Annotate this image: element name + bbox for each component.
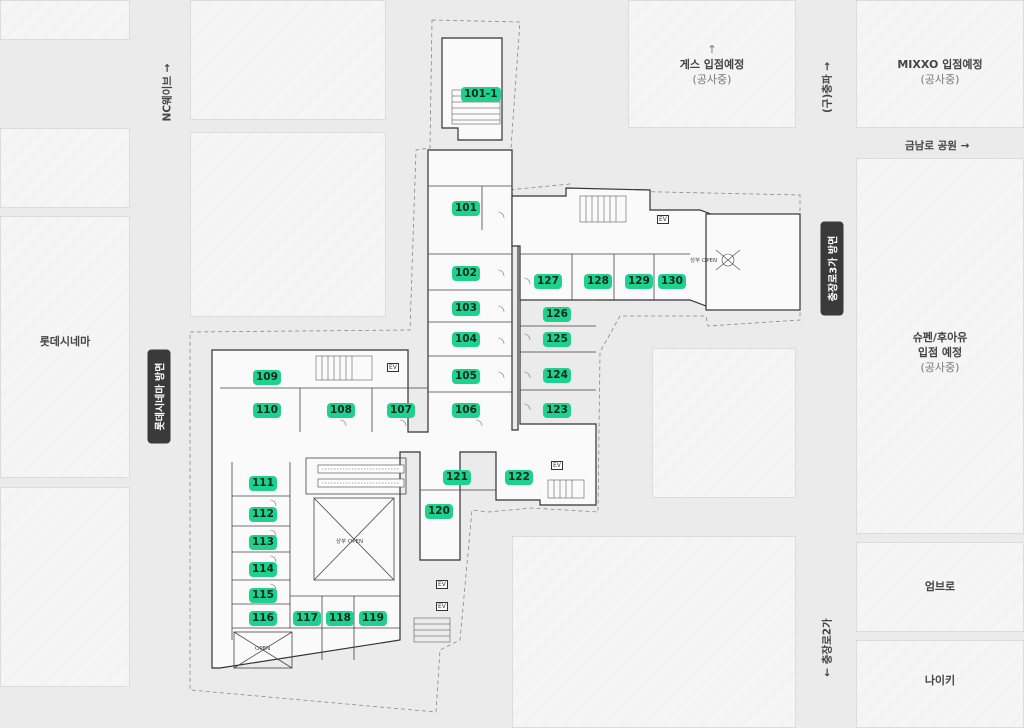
unit-111[interactable]: 111 xyxy=(249,476,277,491)
atrium xyxy=(305,457,407,581)
unit-117[interactable]: 117 xyxy=(293,611,321,626)
block-top-center xyxy=(190,0,386,120)
spao-label: 슈펜/후아유 입점 예정 (공사중) xyxy=(868,330,1012,375)
block-bottom-right xyxy=(652,348,796,498)
mixxo-subtitle: (공사중) xyxy=(920,73,960,86)
block-umbro xyxy=(856,542,1024,632)
unit-115[interactable]: 115 xyxy=(249,588,277,603)
spao-line1: 슈펜/후아유 xyxy=(912,331,968,344)
unit-128[interactable]: 128 xyxy=(584,274,612,289)
right-open-structure xyxy=(715,249,741,271)
ev-marker-2: EV xyxy=(657,215,669,224)
block-center-left xyxy=(190,132,386,317)
guess-title: 게스 입점예정 xyxy=(679,58,745,71)
open-label-1: 상부 OPEN xyxy=(336,539,364,545)
unit-110[interactable]: 110 xyxy=(253,403,281,418)
escalators xyxy=(317,464,405,488)
lotte-cinema-name: 롯데시네마 xyxy=(39,335,91,348)
unit-106[interactable]: 106 xyxy=(452,403,480,418)
unit-105[interactable]: 105 xyxy=(452,369,480,384)
unit-101[interactable]: 101 xyxy=(452,201,480,216)
open-area xyxy=(233,631,293,669)
unit-partitions xyxy=(220,185,690,660)
unit-123[interactable]: 123 xyxy=(543,403,571,418)
unit-118[interactable]: 118 xyxy=(326,611,354,626)
unit-114[interactable]: 114 xyxy=(249,562,277,577)
unit-119[interactable]: 119 xyxy=(359,611,387,626)
unit-101-1[interactable]: 101-1 xyxy=(461,87,501,102)
lotte-cinema-label: 롯데시네마 xyxy=(20,334,110,349)
nike-name: 나이키 xyxy=(924,674,956,687)
umbro-name: 엄브로 xyxy=(924,580,956,593)
ev-marker-1: EV xyxy=(387,363,399,372)
block-bottom-center xyxy=(512,536,796,728)
unit-103[interactable]: 103 xyxy=(452,301,480,316)
unit-127[interactable]: 127 xyxy=(534,274,562,289)
unit-124[interactable]: 124 xyxy=(543,368,571,383)
unit-120[interactable]: 120 xyxy=(425,504,453,519)
block-nike xyxy=(856,640,1024,728)
unit-122[interactable]: 122 xyxy=(505,470,533,485)
unit-102[interactable]: 102 xyxy=(452,266,480,281)
unit-126[interactable]: 126 xyxy=(543,307,571,322)
unit-112[interactable]: 112 xyxy=(249,507,277,522)
guess-subtitle: (공사중) xyxy=(692,73,732,86)
ev-marker-4: EV xyxy=(436,580,448,589)
block-spao xyxy=(856,158,1024,534)
spao-subtitle: (공사중) xyxy=(920,361,960,374)
unit-129[interactable]: 129 xyxy=(625,274,653,289)
street-geumnamro-park: 금남로 공원 → xyxy=(905,140,970,152)
ev-marker-3: EV xyxy=(551,461,563,470)
open-label-3: 상부 OPEN xyxy=(690,258,718,264)
unit-125[interactable]: 125 xyxy=(543,332,571,347)
up-arrow-icon: ↑ xyxy=(707,43,717,56)
umbro-label: 엄브로 xyxy=(868,579,1012,594)
block-left-lower xyxy=(0,487,130,687)
block-top-left xyxy=(0,0,130,40)
unit-113[interactable]: 113 xyxy=(249,535,277,550)
unit-116[interactable]: 116 xyxy=(249,611,277,626)
unit-130[interactable]: 130 xyxy=(658,274,686,289)
nike-label: 나이키 xyxy=(868,673,1012,688)
unit-121[interactable]: 121 xyxy=(443,470,471,485)
guess-label: ↑ 게스 입점예정 (공사중) xyxy=(640,42,784,87)
spao-line2: 입점 예정 xyxy=(917,346,963,359)
unit-107[interactable]: 107 xyxy=(387,403,415,418)
mixxo-title: MIXXO 입점예정 xyxy=(897,58,983,71)
unit-104[interactable]: 104 xyxy=(452,332,480,347)
block-lotte-cinema xyxy=(0,216,130,478)
ev-marker-5: EV xyxy=(436,602,448,611)
block-mixxo xyxy=(856,0,1024,128)
mixxo-label: MIXXO 입점예정 (공사중) xyxy=(868,57,1012,87)
unit-109[interactable]: 109 xyxy=(253,370,281,385)
building-outline xyxy=(211,37,801,669)
unit-108[interactable]: 108 xyxy=(327,403,355,418)
open-label-2: OPEN xyxy=(255,646,271,652)
block-guess xyxy=(628,0,796,128)
block-left-upper xyxy=(0,128,130,208)
